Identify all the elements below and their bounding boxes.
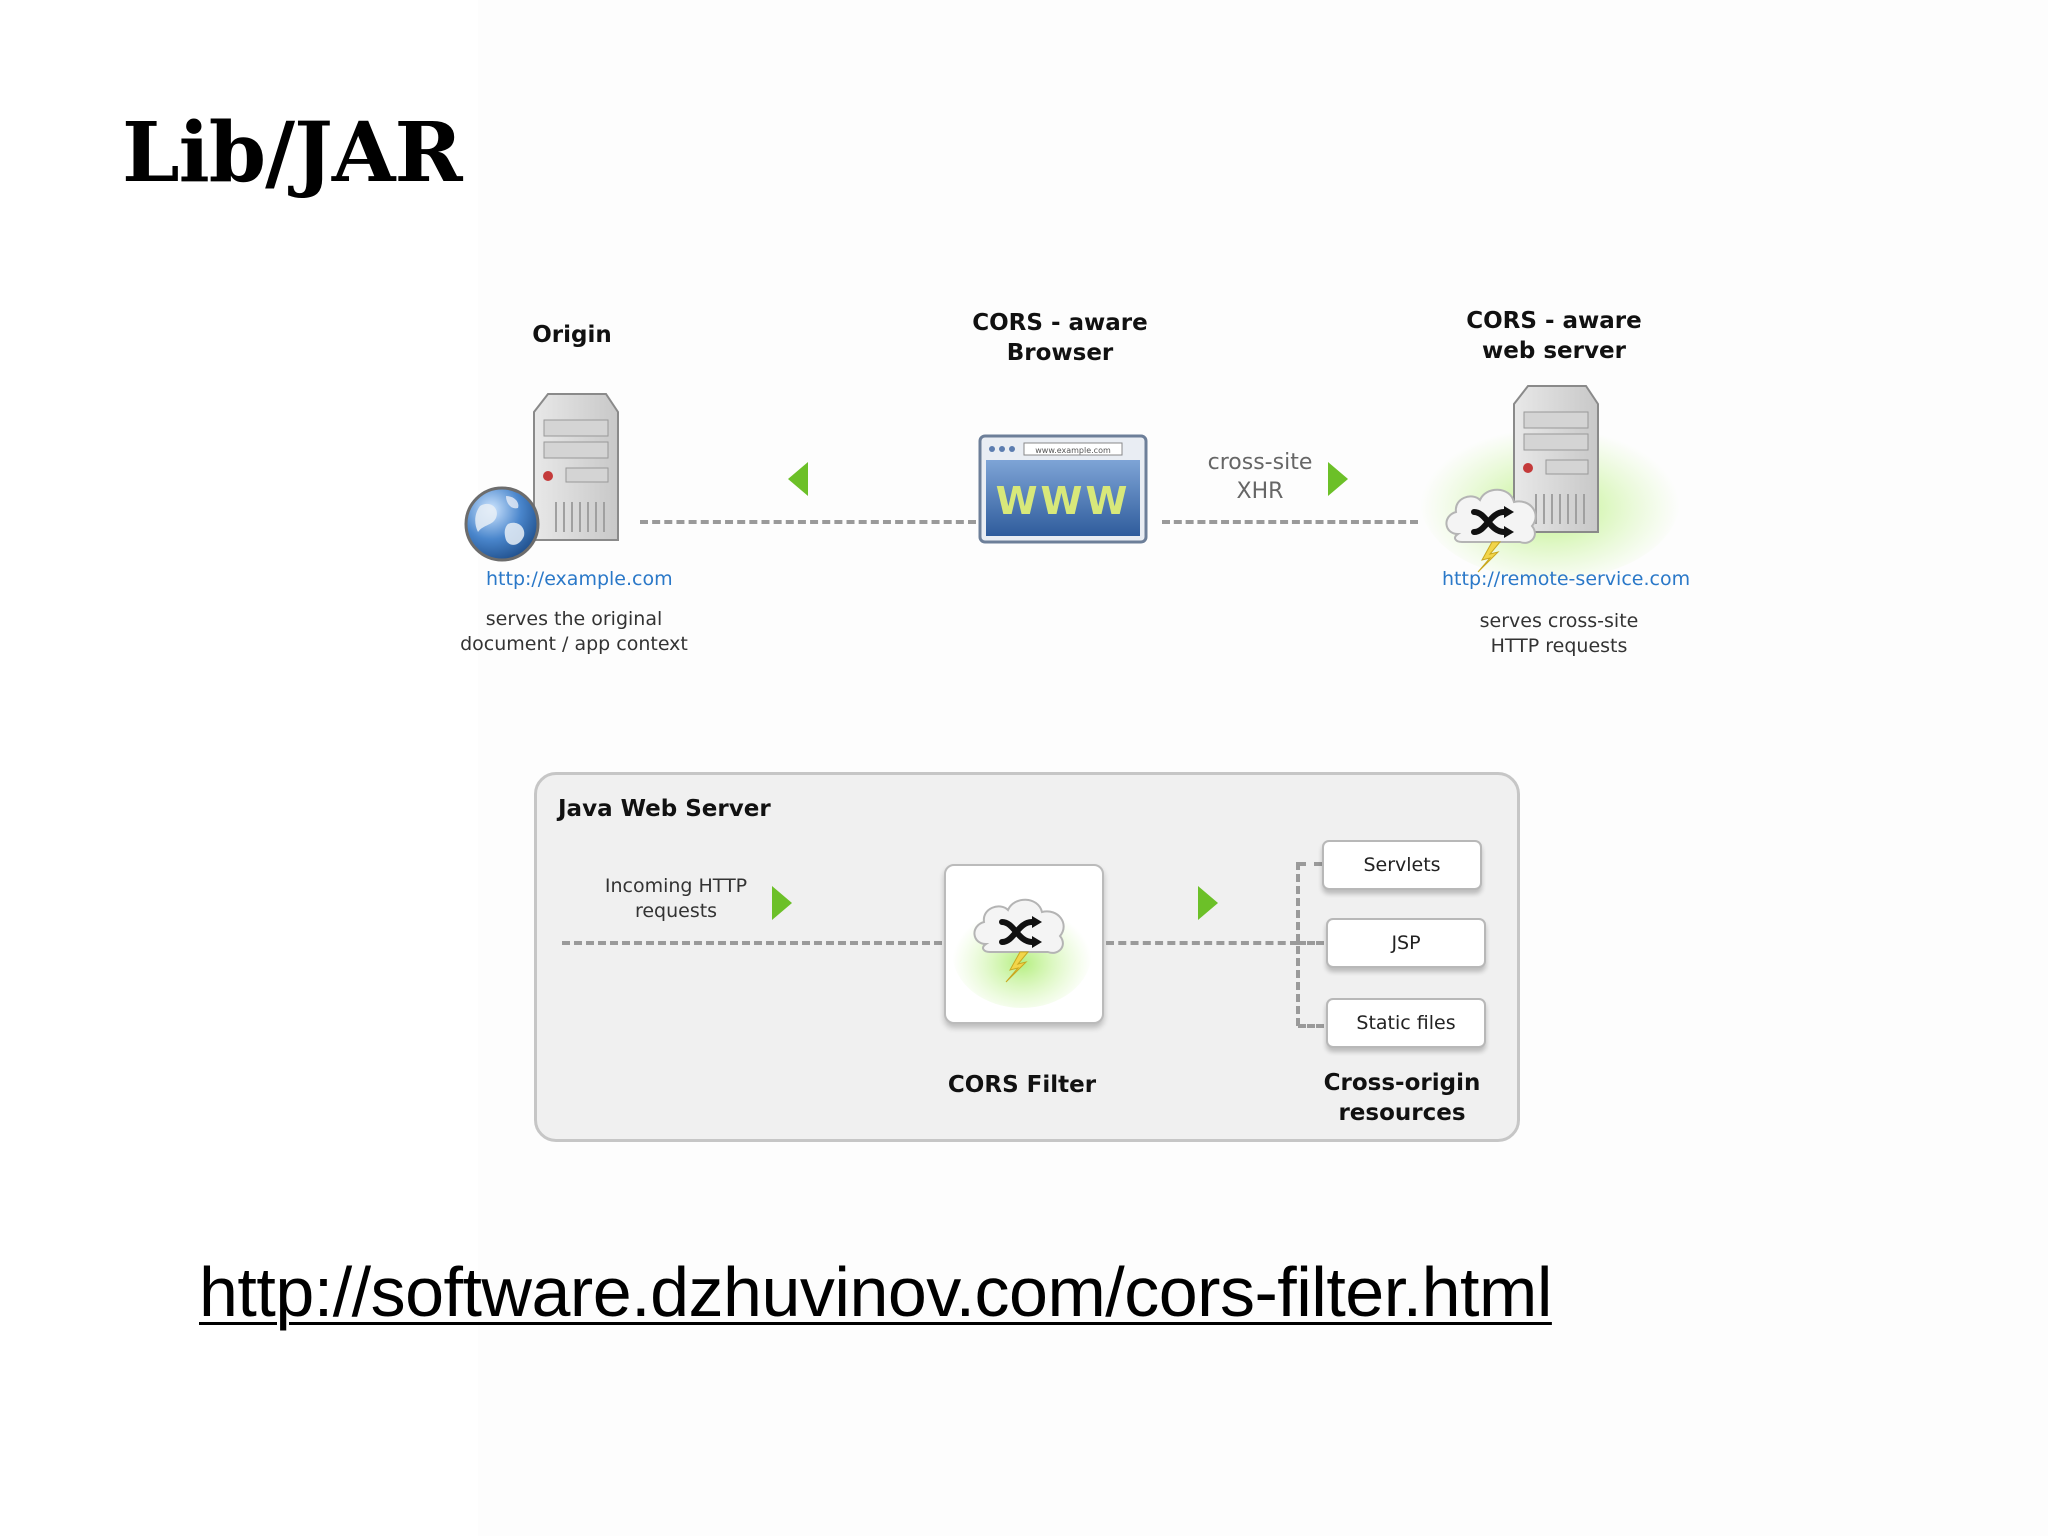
- remote-server-caption: serves cross-site HTTP requests: [1479, 610, 1639, 657]
- browser-window-icon: www.example.com WWW: [978, 434, 1148, 544]
- server-icon: [533, 393, 619, 541]
- slide-title: Lib/JAR: [122, 105, 463, 201]
- origin-browser-connector: [640, 520, 976, 524]
- incoming-requests-label: Incoming HTTP requests: [604, 875, 748, 922]
- cloud-shuffle-icon: [1445, 488, 1537, 573]
- resource-servlets: Servlets: [1322, 840, 1482, 890]
- cloud-shuffle-icon: [973, 898, 1065, 983]
- incoming-connector: [562, 941, 942, 945]
- browser-remote-connector: [1162, 520, 1418, 524]
- bus-to-servlets: [1298, 862, 1322, 866]
- filter-out-connector: [1106, 941, 1298, 945]
- cors-filter-label: CORS Filter: [947, 1072, 1097, 1098]
- diagram-background: [478, 0, 2048, 1536]
- cross-origin-resources-label: Cross-origin resources: [1323, 1070, 1481, 1126]
- origin-url[interactable]: http://example.com: [486, 568, 673, 590]
- lightning-icon: [1005, 951, 1030, 983]
- bus-to-jsp: [1298, 941, 1324, 945]
- remote-server-title: CORS - aware web server: [1466, 308, 1642, 364]
- resource-jsp: JSP: [1326, 918, 1486, 968]
- filter-out-arrow: [1198, 886, 1218, 920]
- browser-screen-text: WWW: [996, 479, 1131, 523]
- bus-to-static: [1298, 1024, 1324, 1028]
- origin-title: Origin: [532, 322, 612, 348]
- incoming-arrow: [772, 886, 792, 920]
- lightning-icon: [1477, 541, 1502, 573]
- java-web-server-title: Java Web Server: [558, 796, 771, 822]
- request-arrow: [1328, 462, 1348, 496]
- footer-link[interactable]: http://software.dzhuvinov.com/cors-filte…: [199, 1253, 1552, 1331]
- resource-static-files: Static files: [1326, 998, 1486, 1048]
- remote-server-icon: [1513, 385, 1599, 533]
- remote-server-url[interactable]: http://remote-service.com: [1442, 568, 1691, 590]
- cross-site-xhr-label: cross-site XHR: [1207, 450, 1313, 504]
- browser-address-text: www.example.com: [1035, 446, 1111, 455]
- browser-title: CORS - aware Browser: [972, 310, 1148, 366]
- globe-icon: [464, 486, 540, 562]
- origin-caption: serves the original document / app conte…: [460, 608, 688, 655]
- response-arrow: [788, 462, 808, 496]
